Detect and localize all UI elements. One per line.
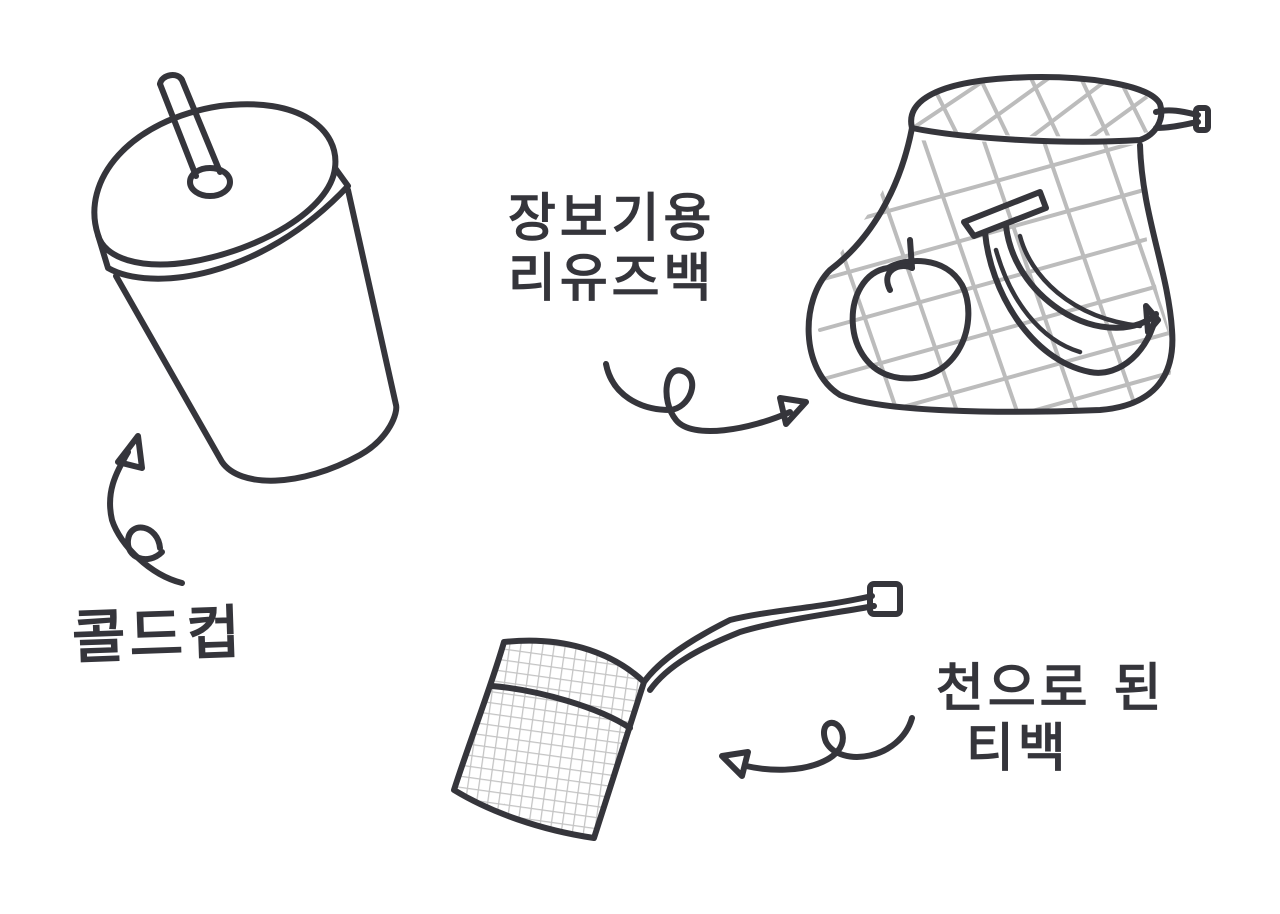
- cold-cup-label: 콜드컵: [70, 598, 246, 672]
- cup-body: [113, 187, 400, 484]
- mesh-bag-illustration: [804, 74, 1211, 415]
- banana-line-2: [1017, 233, 1143, 329]
- cup-lid-top: [91, 101, 339, 268]
- straw-left-edge: [157, 81, 199, 179]
- banana-line-1: [993, 247, 1083, 355]
- tea-bag-string: [641, 593, 877, 693]
- cup-arrow-curl: [107, 449, 185, 586]
- straw-hole: [187, 165, 233, 199]
- tea-bag-body: [451, 637, 647, 841]
- straw-right-edge: [179, 77, 223, 175]
- teabag-arrow-curl: [743, 715, 915, 773]
- cup-arrow: [107, 433, 185, 586]
- teabag-arrow: [719, 715, 915, 779]
- bag-top-rim: [908, 74, 1165, 145]
- shopping-bag-label-line2: 리유즈백: [508, 248, 716, 309]
- teabag-arrow-head: [719, 749, 751, 779]
- tea-bag-label-line2: 티백: [966, 718, 1070, 779]
- shopping-bag-label-line1: 장보기용: [508, 189, 716, 249]
- cup-arrow-head: [115, 433, 145, 471]
- cold-cup-illustration: [91, 72, 400, 484]
- straw-top: [157, 72, 185, 87]
- apple: [849, 258, 972, 382]
- cup-lid-rim: [95, 165, 351, 282]
- apple-stem: [907, 237, 915, 271]
- bag-arrow: [603, 361, 809, 434]
- bag-arrow-head: [777, 395, 809, 427]
- bag-arrow-curl: [603, 361, 793, 434]
- tea-bag-label: 천으로 된 티백: [936, 659, 1166, 780]
- tea-bag-tag: [867, 581, 903, 617]
- shopping-bag-label: 장보기용 리유즈백: [508, 189, 716, 310]
- banana-tip: [1143, 303, 1161, 335]
- bag-toggle: [1193, 105, 1211, 133]
- tea-bag-illustration: [451, 581, 903, 841]
- banana-stem: [961, 189, 1049, 239]
- bag-body: [805, 125, 1176, 415]
- apple-leaf: [884, 263, 915, 293]
- tea-bag-fold: [489, 683, 633, 731]
- tea-bag-label-line1: 천으로 된: [936, 659, 1166, 719]
